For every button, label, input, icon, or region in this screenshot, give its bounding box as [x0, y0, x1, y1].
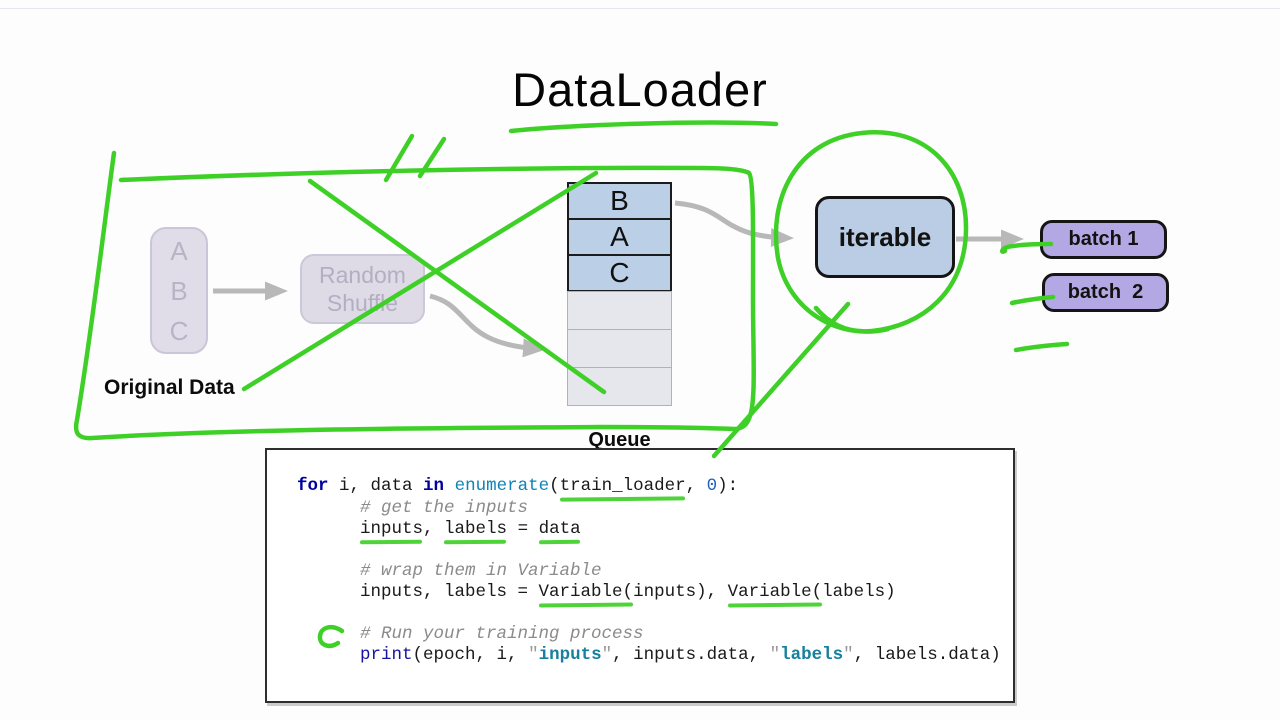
- code-token: ": [843, 645, 854, 665]
- queue-cell-letter: B: [610, 185, 629, 216]
- batch-1-label: batch 1: [1068, 228, 1139, 250]
- original-data-letter: C: [169, 315, 189, 346]
- code-block: for i, data in enumerate(train_loader, 0…: [297, 476, 1005, 667]
- queue-cell-letter: C: [609, 257, 630, 288]
- code-token: print: [360, 645, 413, 665]
- code-token: [444, 476, 455, 496]
- random-shuffle-line2: Shuffle: [326, 290, 399, 316]
- code-line: # Run your training process: [297, 624, 1005, 646]
- queue-cell-filled: C: [567, 254, 672, 292]
- code-line: for i, data in enumerate(train_loader, 0…: [297, 476, 1005, 498]
- page-title: DataLoader: [512, 63, 768, 116]
- code-box: for i, data in enumerate(train_loader, 0…: [265, 448, 1015, 703]
- arrow-shuffle-to-queue: [429, 293, 546, 358]
- random-shuffle-box: Random Shuffle: [300, 254, 425, 324]
- batch-2-label: batch 2: [1067, 281, 1144, 303]
- code-token: # get the inputs: [297, 497, 529, 518]
- code-token: inputs: [538, 645, 602, 665]
- code-token: , labels.data): [853, 645, 1001, 665]
- code-token: labels: [444, 519, 508, 539]
- batch-1-box: batch 1: [1040, 220, 1167, 259]
- code-token: (epoch, i,: [412, 645, 529, 665]
- code-token: =: [507, 519, 539, 539]
- double-slash-mark-2: [417, 136, 447, 179]
- code-token: enumerate: [454, 476, 550, 496]
- code-token: # wrap them in Variable: [297, 560, 602, 581]
- code-token: labels): [822, 582, 896, 602]
- code-line: print(epoch, i, "inputs", inputs.data, "…: [297, 645, 1005, 667]
- code-line: [297, 541, 1005, 561]
- original-data-box: A B C: [150, 227, 208, 354]
- queue-cell-filled: A: [567, 218, 672, 256]
- queue-cell-empty: [567, 367, 672, 406]
- code-line: # get the inputs: [297, 498, 1005, 520]
- circle-to-code-line: [711, 301, 851, 459]
- random-shuffle-line1: Random: [319, 262, 406, 288]
- title-underline-annotation: [508, 120, 779, 134]
- code-token: 0: [706, 476, 718, 496]
- code-token: (: [549, 476, 560, 496]
- extra-dash-mark: [1013, 341, 1070, 353]
- code-token: ": [528, 645, 539, 665]
- code-token: Variable(: [538, 582, 634, 602]
- code-token: for: [297, 476, 329, 496]
- code-token: inputs, labels =: [297, 582, 539, 602]
- code-token: inputs),: [633, 582, 728, 602]
- code-line: # wrap them in Variable: [297, 561, 1005, 583]
- queue-cell-filled: B: [567, 182, 672, 220]
- code-token: ": [601, 645, 613, 665]
- code-token: Variable(: [727, 582, 823, 602]
- original-data-letter: B: [170, 275, 188, 306]
- batch-2-box: batch 2: [1042, 273, 1169, 312]
- iterable-label: iterable: [838, 221, 932, 252]
- code-token: in: [423, 476, 445, 496]
- original-data-letter: A: [170, 235, 188, 266]
- code-token: train_loader: [559, 476, 686, 496]
- code-token: , inputs.data,: [612, 645, 770, 665]
- code-token: ,: [685, 476, 707, 496]
- code-token: [297, 519, 360, 539]
- original-data-label: Original Data: [104, 376, 235, 399]
- arrow-queue-to-iterable: [674, 200, 794, 248]
- code-token: data: [538, 519, 581, 539]
- code-token: ):: [717, 476, 739, 496]
- code-token: ": [769, 645, 781, 665]
- code-token: # Run your training process: [297, 623, 644, 644]
- double-slash-mark-1: [383, 133, 415, 183]
- code-token: labels: [780, 645, 844, 665]
- queue-cell-letter: A: [610, 221, 629, 252]
- code-token: i, data: [328, 476, 424, 496]
- code-token: inputs: [360, 519, 424, 539]
- code-line: inputs, labels = Variable(inputs), Varia…: [297, 582, 1005, 604]
- top-divider: [0, 8, 1280, 9]
- code-token: [297, 645, 360, 665]
- queue-box: B A C: [567, 182, 672, 406]
- code-token: ,: [423, 519, 445, 539]
- queue-cell-empty: [567, 291, 672, 330]
- code-line: [297, 604, 1005, 624]
- iterable-box: iterable: [815, 196, 955, 278]
- code-line: inputs, labels = data: [297, 519, 1005, 541]
- queue-cell-empty: [567, 329, 672, 368]
